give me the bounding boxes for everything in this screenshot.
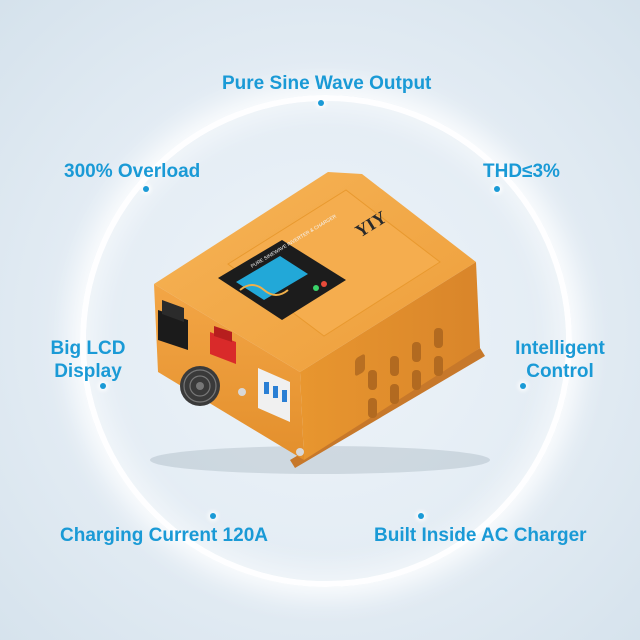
feature-dot-lcd xyxy=(100,383,106,389)
sine-wave-graphic xyxy=(239,284,289,296)
mount-flange xyxy=(290,348,485,468)
feature-dot-intelligent xyxy=(520,383,526,389)
black-terminal-cap xyxy=(162,300,184,322)
feature-pure-sine-wave: Pure Sine Wave Output xyxy=(222,73,432,94)
feature-intelligent-line2: Control xyxy=(526,361,594,382)
feature-dot-ac-charger xyxy=(418,513,424,519)
feature-thd: THD≤3% xyxy=(483,161,560,182)
feature-charging-current: Charging Current 120A xyxy=(60,525,268,546)
feature-dot-charging xyxy=(210,513,216,519)
feature-dot-thd xyxy=(494,186,500,192)
feature-intelligent-line1: Intelligent xyxy=(515,338,605,359)
feature-big-lcd-line1: Big LCD xyxy=(50,338,126,359)
feature-overload: 300% Overload xyxy=(64,161,201,182)
floor-shadow xyxy=(150,446,490,474)
connector xyxy=(296,448,304,456)
glow-ring xyxy=(80,95,572,587)
side-vents xyxy=(355,354,365,376)
feature-big-lcd: Big LCD Display xyxy=(48,337,128,383)
feature-dot-overload xyxy=(143,186,149,192)
feature-big-lcd-line2: Display xyxy=(54,361,122,382)
inverter-image: YIY PURE SINEWAVE INVERTER & CHARGER xyxy=(150,172,490,474)
feature-ac-charger: Built Inside AC Charger xyxy=(374,525,587,546)
feature-dot-top xyxy=(318,100,324,106)
red-terminal-cap xyxy=(214,326,232,342)
lcd-screen xyxy=(236,256,308,300)
status-led-green xyxy=(313,285,319,291)
vent-slots xyxy=(368,328,443,418)
front-panel xyxy=(154,284,304,460)
connector xyxy=(238,388,246,396)
feature-intelligent-control: Intelligent Control xyxy=(512,337,608,383)
status-led-red xyxy=(321,281,327,287)
